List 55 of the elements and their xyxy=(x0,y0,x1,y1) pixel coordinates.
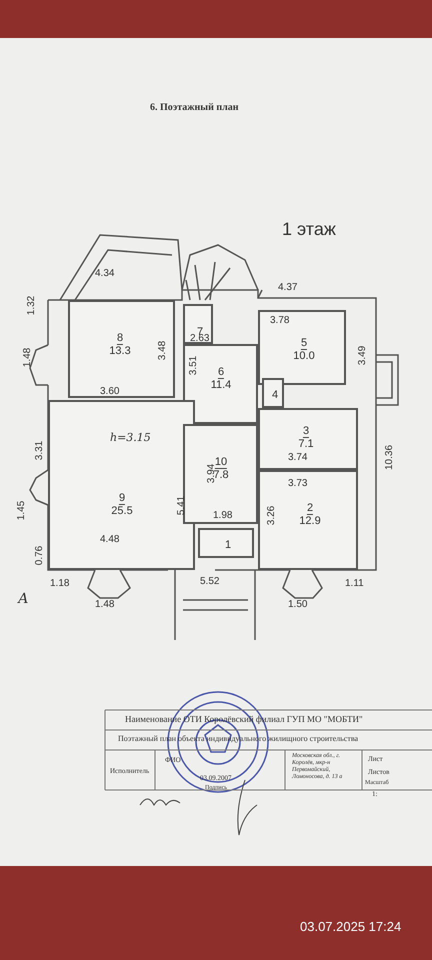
dimension: 1.11 xyxy=(345,578,364,589)
dimension: 4.34 xyxy=(95,268,114,279)
handwritten-note: h=3.15 xyxy=(110,432,151,444)
room-number: 3 xyxy=(302,425,310,438)
dimension: 5.41 xyxy=(176,496,188,516)
dimension: 3.51 xyxy=(188,356,200,376)
room xyxy=(258,310,346,385)
room xyxy=(68,300,175,398)
dimension: 1.98 xyxy=(213,510,232,521)
dimension: 1.50 xyxy=(288,599,308,610)
room xyxy=(262,378,284,408)
room xyxy=(258,470,358,570)
room xyxy=(183,304,213,344)
room-area: 7.1 xyxy=(298,438,314,450)
room-number: 1 xyxy=(224,539,232,551)
room-number: 10 xyxy=(214,456,228,469)
room xyxy=(198,528,254,558)
dimension: 3.49 xyxy=(357,346,368,366)
room-area: 11.4 xyxy=(210,379,232,391)
dimension: 0.76 xyxy=(34,546,46,566)
dimension: 1.45 xyxy=(16,500,28,520)
dimension: 3.74 xyxy=(288,452,308,463)
dimension: 3.78 xyxy=(270,315,290,326)
dimension: 3.73 xyxy=(288,478,308,489)
dimension: 3.48 xyxy=(157,340,168,360)
dimension: 4.48 xyxy=(100,534,120,545)
dimension: 3.60 xyxy=(100,386,120,397)
dimension: 1.18 xyxy=(50,578,70,589)
room-area: 10.0 xyxy=(293,350,315,362)
room-number: 8 xyxy=(116,332,124,345)
room xyxy=(183,344,258,424)
room-area: 7.8 xyxy=(213,469,229,481)
dimension: 3.26 xyxy=(266,506,278,526)
handwritten-note: А xyxy=(18,592,29,607)
page-heading: 6. Поэтажный план xyxy=(150,102,238,113)
dimension: 1.32 xyxy=(26,296,38,316)
dimension: 5.52 xyxy=(200,576,220,587)
floor-heading: 1 этаж xyxy=(282,220,336,239)
room-number: 5 xyxy=(300,337,308,350)
room-area: 13.3 xyxy=(109,345,131,357)
dimension: 4.37 xyxy=(278,282,298,293)
room-number: 4 xyxy=(272,389,278,401)
dimension: 10.36 xyxy=(384,444,396,470)
room-number: 6 xyxy=(218,366,224,379)
room-number: 9 xyxy=(118,492,126,505)
room-area: 25.5 xyxy=(111,505,133,517)
timestamp-text: 03.07.2025 17:24 xyxy=(300,920,402,934)
room-area: 12.9 xyxy=(299,515,321,527)
room-number: 2 xyxy=(306,502,314,515)
room xyxy=(258,408,358,470)
room xyxy=(183,424,258,524)
dimension: 1.48 xyxy=(22,348,34,368)
dimension: 3.31 xyxy=(34,440,46,460)
room xyxy=(48,400,195,570)
dimension: 1.48 xyxy=(95,599,114,610)
